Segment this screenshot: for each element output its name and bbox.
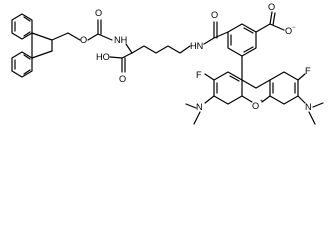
dimethylamino-right: N [297, 95, 324, 125]
carbonyl-oxygen-label: O [95, 8, 102, 18]
xanthene-ring-right [269, 71, 299, 105]
acid-hydroxyl-label: HO [96, 52, 110, 62]
nitrogen-right-label: N [305, 102, 312, 112]
xanthene-ring-left [213, 71, 243, 105]
molecule-diagram: O O NH O HO HN O O O − [11, 2, 324, 125]
fluorine-left-label: F [196, 70, 202, 80]
fmoc-oxygen-label: O [80, 35, 87, 45]
chemical-structure: O O NH O HO HN O O O − [11, 2, 324, 125]
amide-nh-label: HN [190, 41, 203, 51]
benzoate-ring: O O − [227, 2, 296, 73]
xanthene-charge: + [260, 99, 264, 105]
fluorine-right-label: F [305, 66, 311, 76]
dimethylamino-left: N [185, 95, 215, 125]
acid-oxygen-label: O [119, 74, 126, 84]
fluorene-bridge-top [31, 32, 53, 41]
nitrogen-left-label: N [196, 102, 203, 112]
carboxylate-charge: − [292, 25, 296, 31]
carbamate-group: O O NH [67, 8, 127, 45]
fluorene-bridge-bottom [31, 50, 53, 59]
amide-oxygen-label: O [211, 10, 218, 20]
benzoate-carbonyl-oxygen: O [268, 2, 275, 12]
xanthene-core: O + F F [196, 66, 311, 111]
fluorene-ring-bottom [11, 51, 33, 78]
fluorene-group [11, 13, 69, 78]
lysine-side-chain [131, 45, 191, 54]
nh-label: NH [114, 35, 127, 45]
fmoc-ch2-bond [51, 32, 69, 41]
amide-group: HN O [190, 10, 229, 51]
lysine-backbone: O HO [96, 43, 191, 84]
carboxylate-oxygen-label: O [285, 26, 292, 36]
xanthene-oxygen-label: O [252, 101, 259, 111]
